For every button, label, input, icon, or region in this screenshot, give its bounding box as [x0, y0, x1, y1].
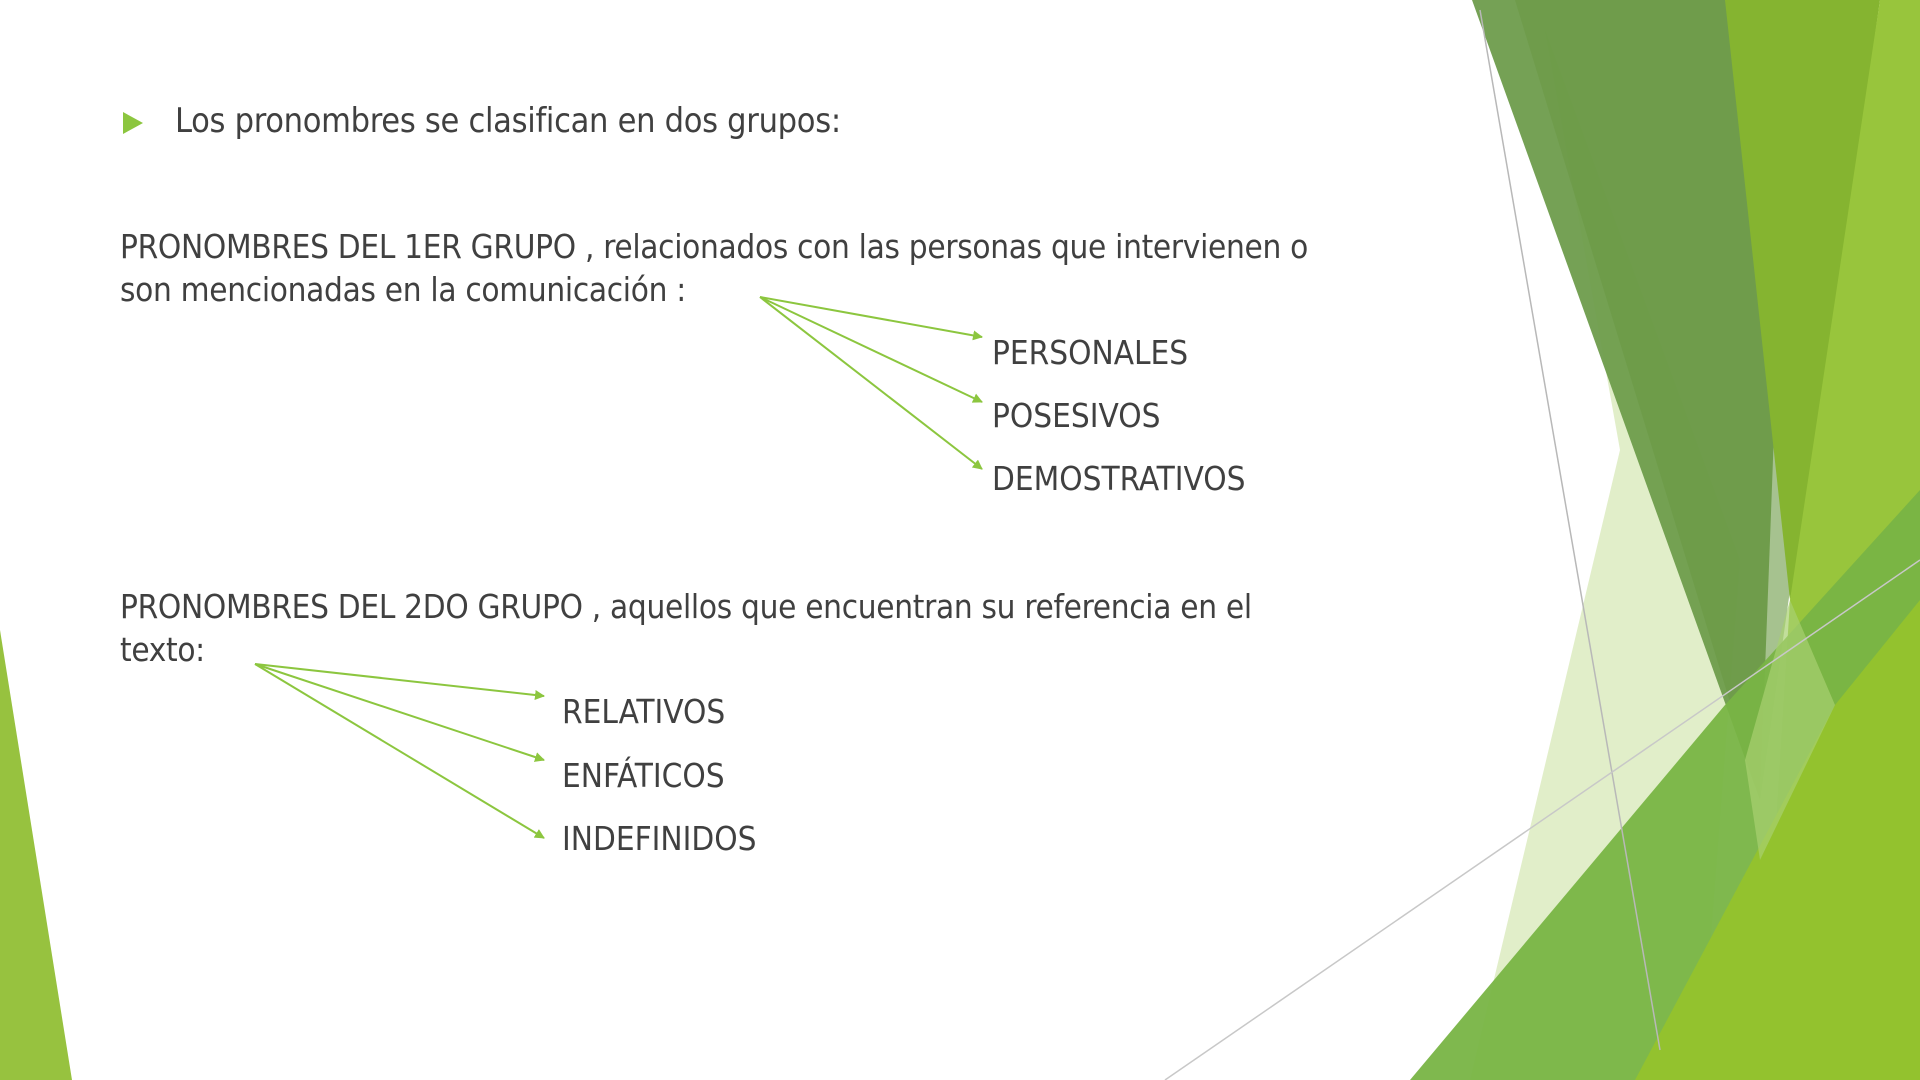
dark-green-shape-2: [1515, 0, 1803, 800]
group2-item-relativos: RELATIVOS: [562, 692, 726, 731]
group2-item-enfaticos: ENFÁTICOS: [562, 756, 725, 795]
thin-line-vertical: [1479, 9, 1661, 1051]
group2-description-line2: texto:: [120, 630, 205, 669]
group2-item-indefinidos: INDEFINIDOS: [562, 819, 757, 858]
group2-description-line1: PRONOMBRES DEL 2DO GRUPO , aquellos que …: [120, 587, 1252, 626]
group1-description-line1: PRONOMBRES DEL 1ER GRUPO , relacionados …: [120, 227, 1308, 266]
group1-description-line2: son mencionadas en la comunicación :: [120, 270, 686, 309]
group1-item-personales: PERSONALES: [992, 333, 1189, 372]
lime-green-band: [1725, 0, 1880, 600]
triangle-right-icon: [123, 112, 143, 134]
light-overlay-shape: [1745, 600, 1835, 860]
thin-line-diagonal: [1164, 559, 1920, 1080]
left-green-shape: [0, 630, 72, 1080]
slide-title: Los pronombres se clasifican en dos grup…: [175, 101, 841, 141]
bright-lime-shape: [1635, 600, 1920, 1080]
group1-item-demostrativos: DEMOSTRATIVOS: [992, 459, 1246, 498]
group1-item-posesivos: POSESIVOS: [992, 396, 1161, 435]
